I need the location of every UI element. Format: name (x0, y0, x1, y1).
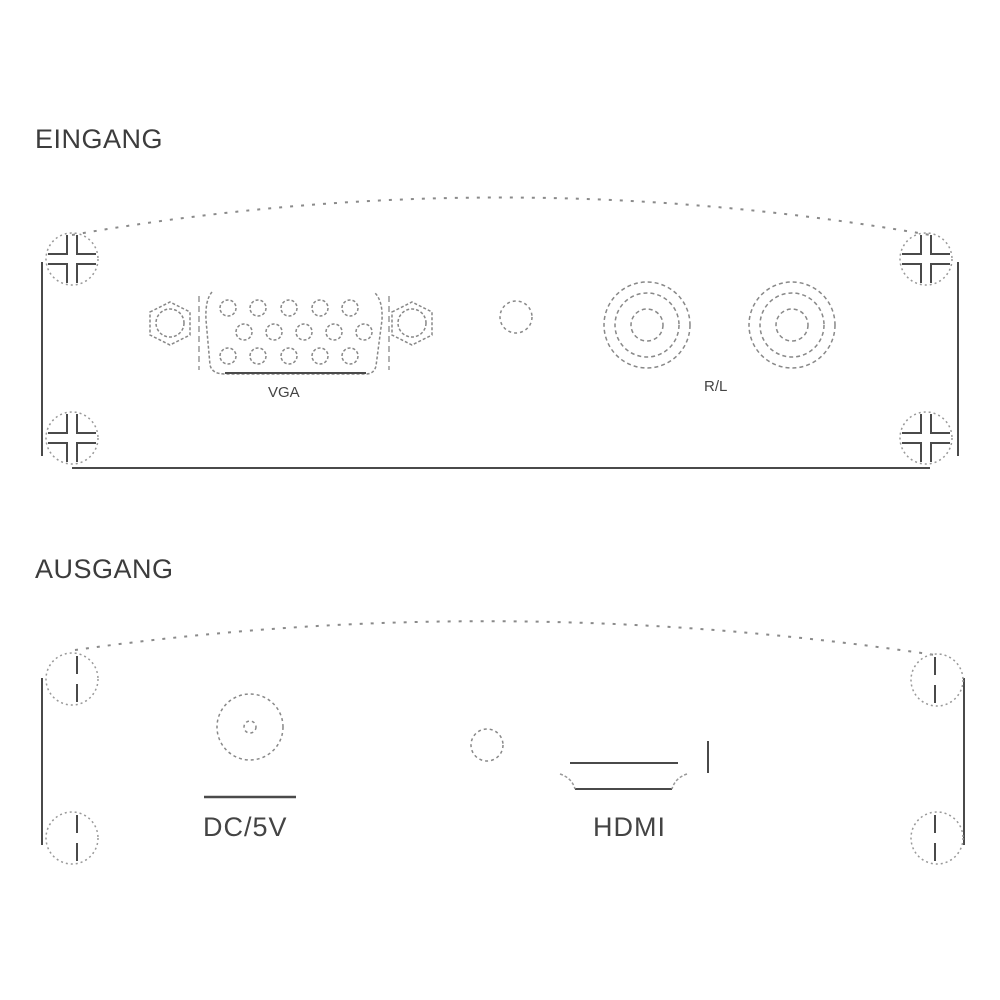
input-panel-diagram (41, 196, 959, 469)
screw-icon (45, 652, 99, 706)
screw-icon (45, 811, 99, 865)
output-panel-diagram (41, 620, 965, 865)
screw-icon (45, 411, 99, 465)
screw-icon (910, 811, 964, 865)
audio-rl-label: R/L (704, 378, 728, 395)
dc-power-jack-icon (216, 693, 284, 761)
output-section-title: AUSGANG (35, 554, 174, 584)
vga-port-icon (149, 291, 433, 375)
input-section-title: EINGANG (35, 124, 164, 154)
screw-icon (899, 232, 953, 286)
panel-top-edge (74, 620, 936, 656)
hdmi-label: HDMI (593, 812, 666, 842)
screw-icon (45, 232, 99, 286)
vga-label: VGA (268, 384, 300, 401)
led-indicator-icon (470, 728, 504, 762)
led-indicator-icon (499, 300, 533, 334)
rca-jack-left-icon (748, 281, 836, 369)
rca-jack-right-icon (603, 281, 691, 369)
screw-icon (910, 653, 964, 707)
screw-icon (899, 411, 953, 465)
panel-top-edge (71, 196, 931, 236)
hdmi-port-icon (559, 741, 709, 790)
dc-5v-label: DC/5V (203, 812, 288, 842)
